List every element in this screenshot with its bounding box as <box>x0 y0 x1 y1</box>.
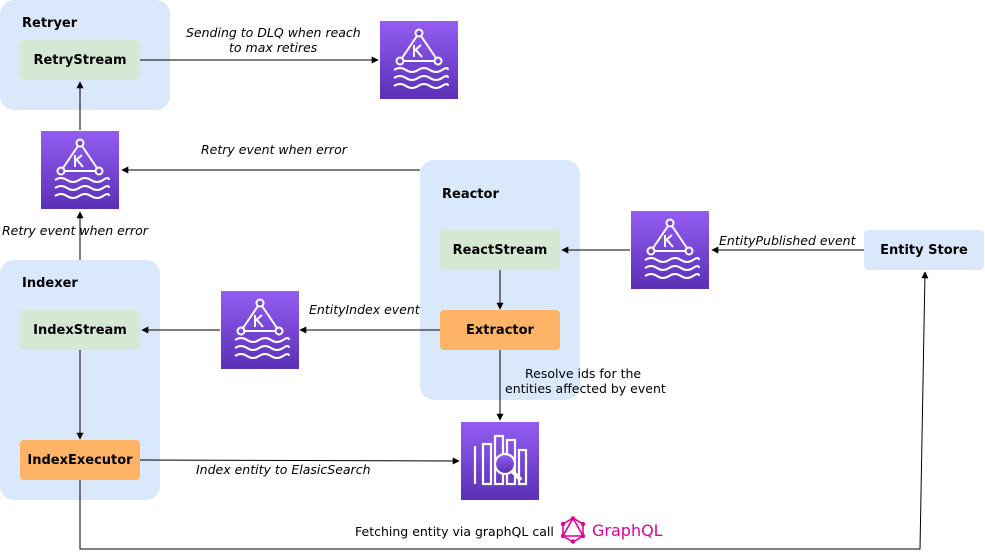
kafka-entity-published-icon <box>631 211 709 289</box>
kafka-entity-index-icon <box>221 291 299 369</box>
retry-from-reactor-label: Retry event when error <box>201 142 347 157</box>
dlq-label-line2: to max retires <box>229 40 318 55</box>
reactstream-node[interactable]: ReactStream <box>440 230 560 270</box>
edge-indexexecutor-to-elasticsearch <box>139 457 460 465</box>
edge-indexexecutor-to-entitystore <box>79 271 929 550</box>
entity-index-label: EntityIndex event <box>309 302 420 317</box>
graphql-logo-text: GraphQL <box>592 520 663 540</box>
entity-published-label: EntityPublished event <box>719 233 856 248</box>
kafka-dlq-icon <box>380 21 458 99</box>
resolve-label-line2: entities affected by event <box>505 381 666 396</box>
elasticsearch-service-icon <box>461 422 539 500</box>
retry-from-indexer-label: Retry event when error <box>2 223 148 238</box>
kafka-retry-icon <box>41 131 119 209</box>
indexstream-node[interactable]: IndexStream <box>20 310 140 350</box>
retrystream-node[interactable]: RetryStream <box>20 40 140 80</box>
graphql-logo: GraphQL <box>560 516 663 544</box>
graphql-icon <box>560 516 586 544</box>
index-es-label: Index entity to ElasicSearch <box>196 462 371 477</box>
indexer-group-title: Indexer <box>22 276 78 291</box>
reactor-group-title: Reactor <box>442 187 499 202</box>
retryer-group-title: Retryer <box>22 16 78 31</box>
dlq-label-line1: Sending to DLQ when reach <box>186 25 361 40</box>
entity-store-node[interactable]: Entity Store <box>864 230 984 270</box>
fetch-graphql-label: Fetching entity via graphQL call <box>355 524 554 539</box>
extractor-node[interactable]: Extractor <box>440 310 560 350</box>
resolve-label-line1: Resolve ids for the <box>525 366 642 381</box>
indexexecutor-node[interactable]: IndexExecutor <box>20 440 140 480</box>
